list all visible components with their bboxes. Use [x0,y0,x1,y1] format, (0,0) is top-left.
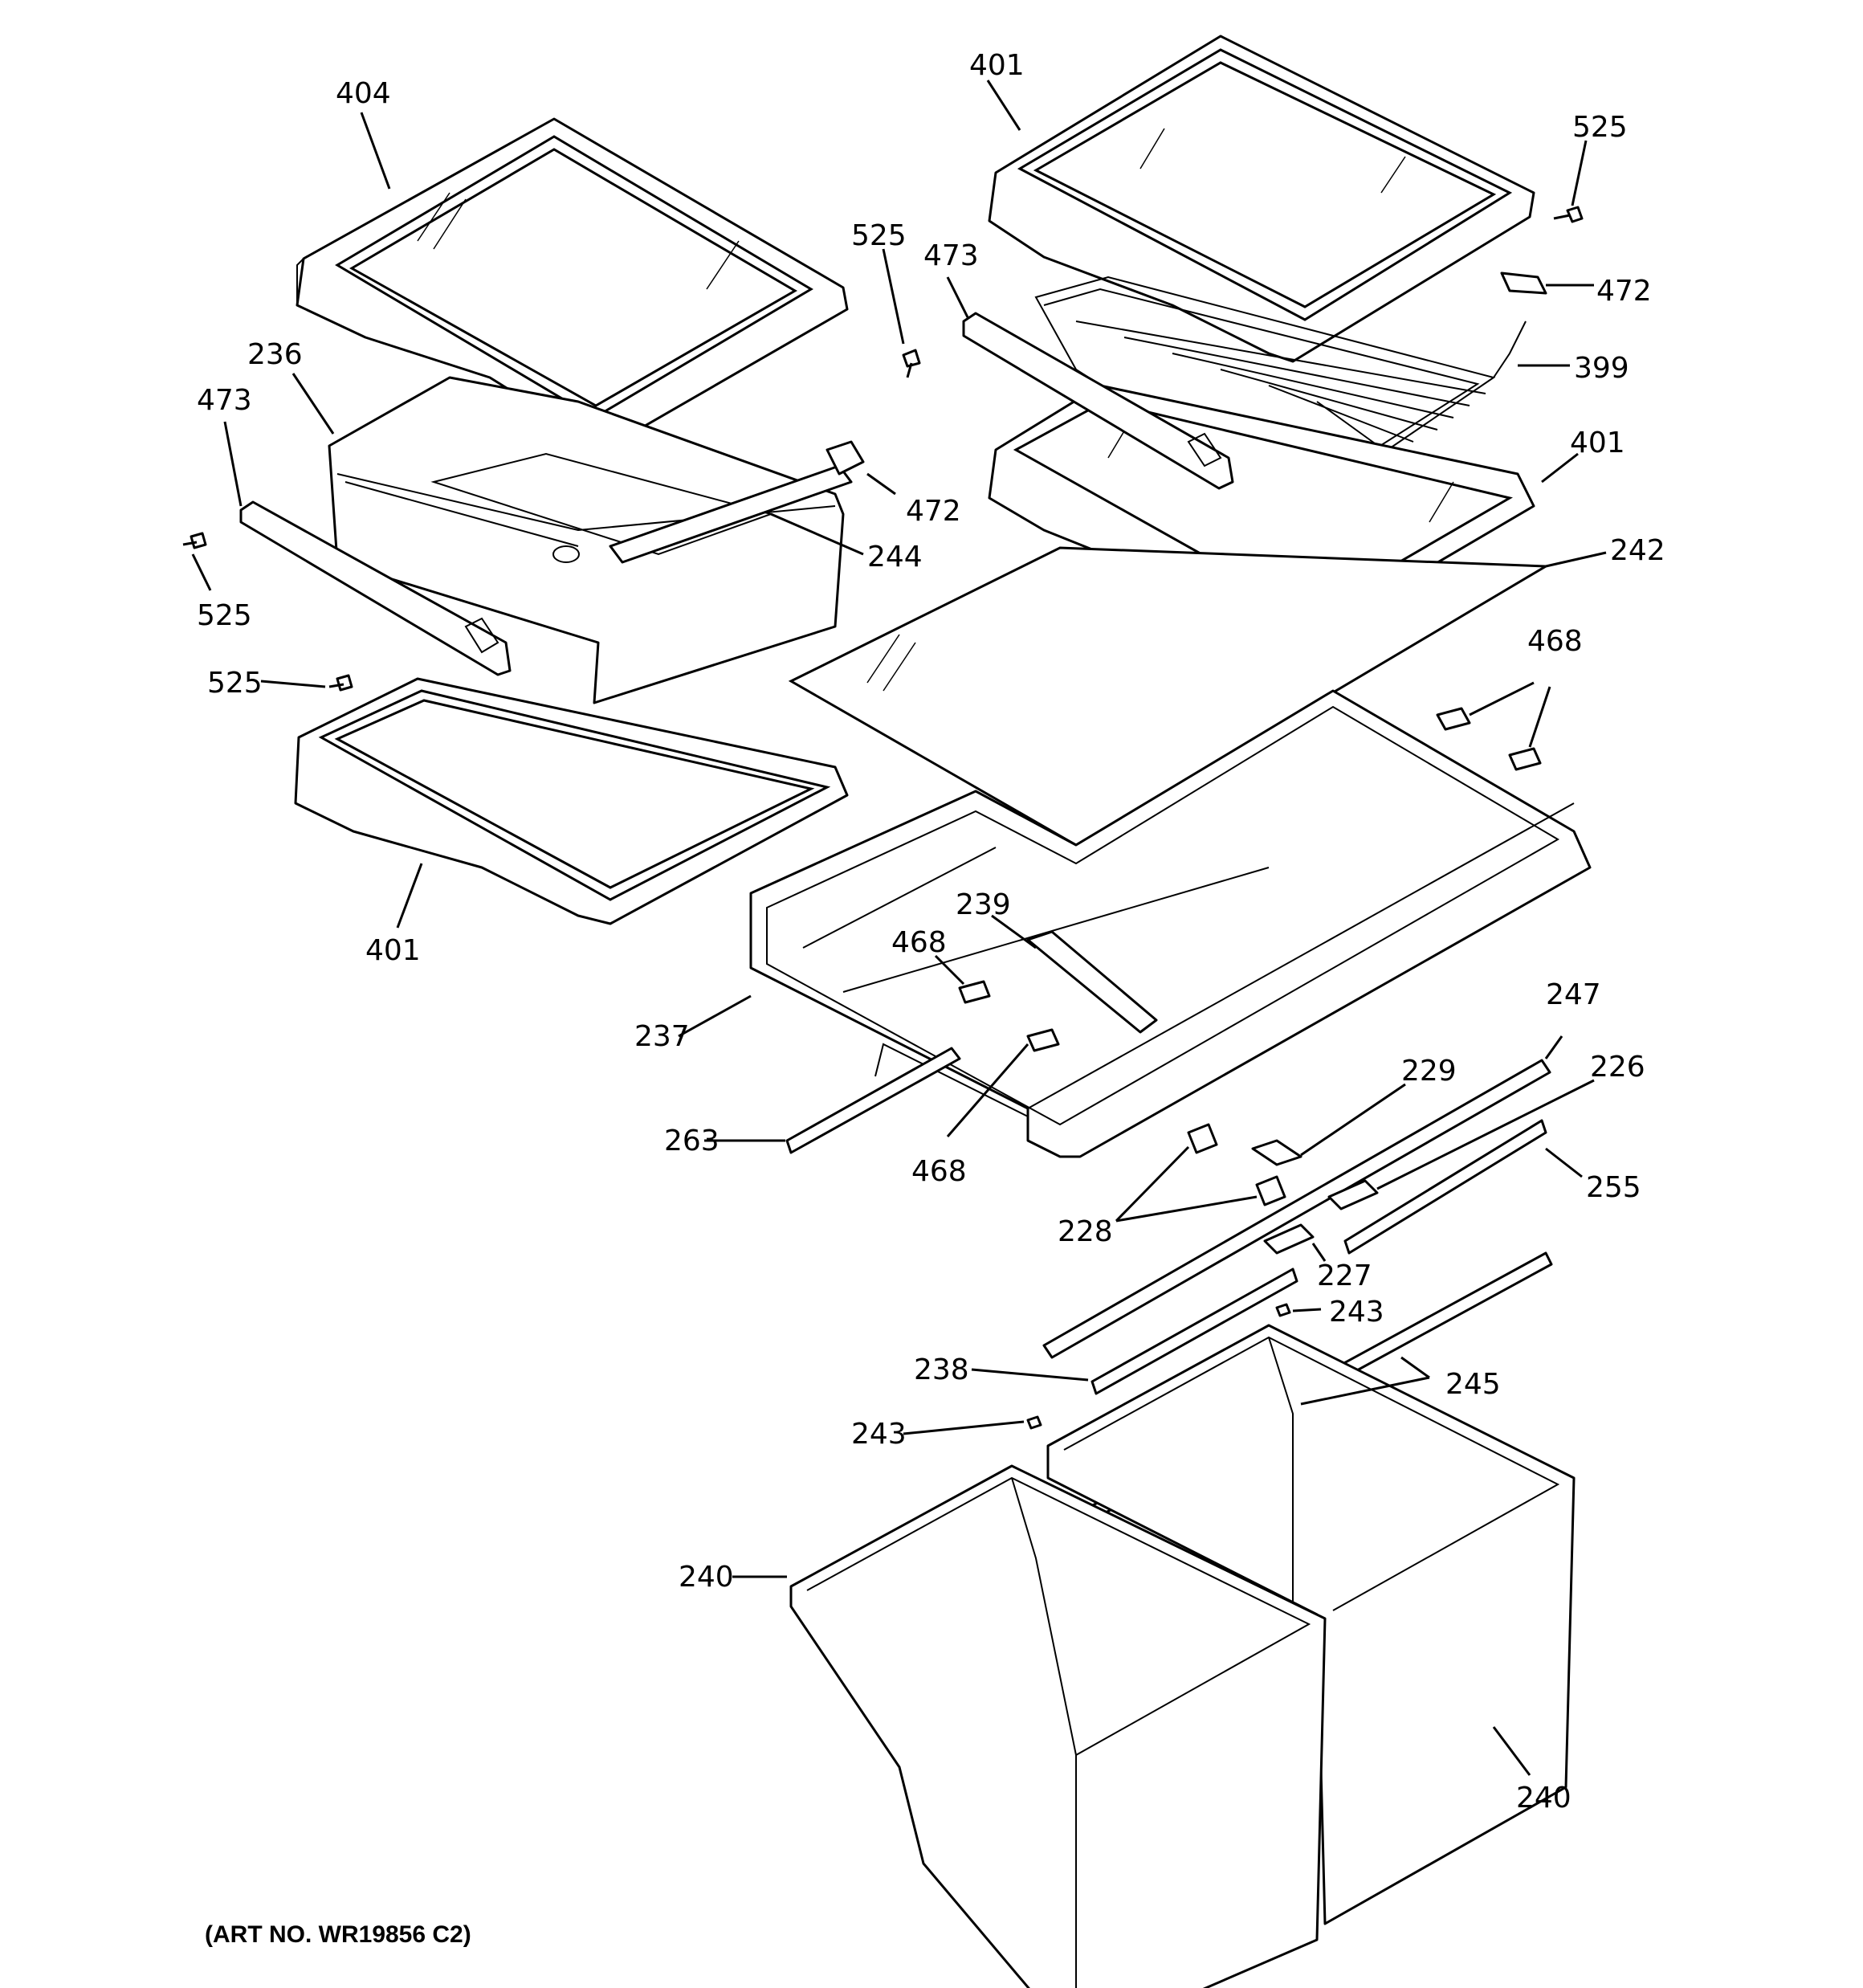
callout-242: 242 [1610,534,1665,567]
callout-236: 236 [247,338,303,371]
frame-237 [749,689,1592,1158]
pad-243-upper [1275,1303,1291,1317]
callout-240-left: 240 [679,1561,734,1594]
rail-247 [1042,1059,1551,1359]
rail-473-left [239,500,512,676]
rail-238 [1090,1268,1298,1395]
rail-473-mid [962,312,1234,490]
callout-263: 263 [664,1125,720,1157]
clip-468-lower [1026,1028,1060,1052]
callout-240-right: 240 [1516,1782,1572,1815]
callout-468-lower: 468 [911,1155,967,1188]
callout-472-left: 472 [906,495,961,528]
guide-228-b [1255,1175,1286,1206]
shelf-401-top [988,35,1535,363]
callout-243-lower: 243 [851,1418,907,1451]
latch-229 [1251,1139,1302,1166]
rail-263 [785,1047,961,1154]
clip-468-right-lower [1508,747,1542,771]
callout-226: 226 [1590,1051,1645,1084]
screw-525-mid [902,349,921,378]
bin-240-right [1046,1324,1576,1925]
art-number: (ART NO. WR19856 C2) [205,1921,471,1948]
bracket-472-left [826,440,865,476]
callout-399: 399 [1574,352,1629,385]
screw-525-left-upper [182,532,207,549]
screw-525-left-lower [328,674,353,692]
callout-525-top-right: 525 [1572,111,1628,144]
callout-239: 239 [956,888,1011,921]
callout-238: 238 [914,1353,969,1386]
guide-228-a [1187,1123,1218,1154]
callout-243-upper: 243 [1329,1296,1384,1329]
screw-525-top-right [1553,206,1584,223]
clip-468-mid [958,980,991,1004]
callout-227: 227 [1317,1259,1372,1292]
pad-243-lower [1026,1415,1042,1430]
callout-473-left: 473 [197,384,252,417]
callout-473-mid: 473 [923,239,979,272]
shelf-401-bottom-left [294,677,849,925]
callout-468-mid: 468 [891,926,947,959]
callout-247: 247 [1546,978,1601,1011]
callout-468-right: 468 [1527,625,1583,658]
callout-525-left-upper: 525 [197,599,252,632]
callout-401-top: 401 [969,49,1025,82]
callout-244: 244 [867,541,923,574]
callout-401-mid-right: 401 [1570,427,1625,459]
callout-229: 229 [1401,1055,1457,1088]
callout-472-top-right: 472 [1596,275,1652,308]
cam-227 [1263,1223,1315,1255]
shelf-404 [296,117,849,447]
callout-525-left-lower: 525 [207,667,263,700]
cam-226 [1327,1179,1379,1210]
bin-240-left [789,1464,1327,1988]
callout-245: 245 [1445,1368,1501,1401]
callout-labels: 404 401 525 472 399 401 242 525 473 236 … [197,49,1665,1815]
rail-255 [1343,1119,1547,1255]
drawer-236 [328,376,853,704]
callout-228: 228 [1058,1215,1113,1248]
callout-525-mid: 525 [851,219,907,252]
leader-lines [191,80,1607,1776]
callout-401-left-bottom: 401 [365,934,421,967]
clip-468-right-upper [1436,707,1471,731]
callout-237: 237 [634,1020,690,1053]
callout-255: 255 [1586,1171,1641,1204]
callout-404: 404 [336,77,391,110]
bracket-472-right [1500,271,1547,295]
